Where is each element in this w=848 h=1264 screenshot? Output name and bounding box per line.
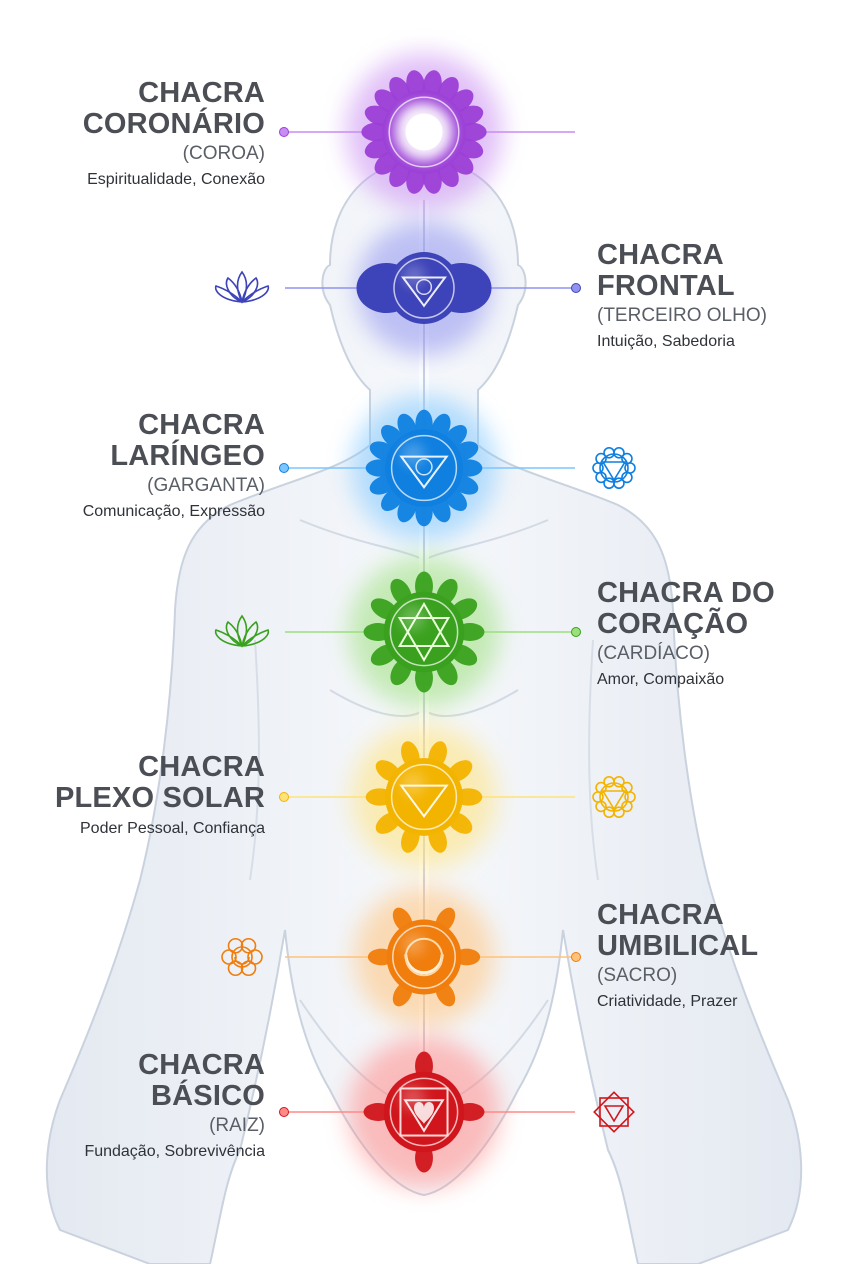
chakra-traits: Comunicação, Expressão (82, 503, 265, 520)
chakra-name-line2: CORAÇÃO (597, 608, 749, 640)
chakra-name-line1: CHACRA DO (597, 577, 775, 609)
chakra-traits: Amor, Compaixão (597, 671, 725, 688)
chakra-traits: Espiritualidade, Conexão (87, 171, 265, 188)
chakra-name-line2: BÁSICO (151, 1080, 265, 1112)
chakra-name-line1: CHACRA (138, 77, 265, 109)
sixteen-petal-triangle-icon (351, 395, 497, 541)
chakra-traits: Intuição, Sabedoria (597, 333, 735, 350)
chakra-name-line2: UMBILICAL (597, 930, 759, 962)
connector-dot-icon (571, 952, 581, 962)
solar-triangle-outline-icon (592, 775, 636, 819)
chakra-alt-name: (GARGANTA) (147, 475, 265, 496)
chakra-name-line2: LARÍNGEO (110, 440, 265, 472)
chakra-name-line1: CHACRA (138, 751, 265, 783)
chakra-name-line2: CORONÁRIO (82, 108, 265, 140)
chakra-name-line2: PLEXO SOLAR (54, 782, 265, 814)
crescent-lotus-outline-icon (221, 937, 263, 977)
chakra-alt-name: (TERCEIRO OLHO) (597, 305, 767, 326)
lotus-outline-icon (214, 614, 270, 648)
chakra-name-line2: FRONTAL (597, 270, 735, 302)
connector-dot-icon (279, 463, 289, 473)
connector-dot-icon (279, 792, 289, 802)
chakra-traits: Poder Pessoal, Confiança (80, 820, 265, 837)
chakra-name-line1: CHACRA (138, 1049, 265, 1081)
lotus-thousand-petal-icon (345, 53, 503, 211)
chakra-name-line1: CHACRA (597, 899, 724, 931)
lotus-outline-icon (214, 270, 270, 304)
chakra-alt-name: (RAIZ) (209, 1115, 265, 1136)
root-square-outline-icon (593, 1091, 635, 1133)
connector-dot-icon (571, 627, 581, 637)
six-petal-crescent-icon (353, 886, 495, 1028)
chakra-traits: Fundação, Sobrevivência (84, 1143, 265, 1160)
chakra-symbols (345, 53, 503, 1188)
two-petal-triangle-icon (356, 220, 492, 356)
side-symbols (214, 270, 636, 1133)
throat-symbol-outline-icon (592, 446, 636, 490)
four-petal-square-icon (348, 1036, 500, 1188)
hexagram-lotus-icon (348, 556, 500, 708)
chakra-traits: Criatividade, Prazer (597, 993, 738, 1010)
chakra-alt-name: (COROA) (182, 143, 265, 164)
connector-dot-icon (279, 127, 289, 137)
chakra-name-line1: CHACRA (597, 239, 724, 271)
connector-dot-icon (571, 283, 581, 293)
chakra-alt-name: (CARDÍACO) (597, 643, 710, 664)
chakra-name-line1: CHACRA (138, 409, 265, 441)
connector-dot-icon (279, 1107, 289, 1117)
chakra-alt-name: (SACRO) (597, 965, 678, 986)
ten-petal-triangle-icon (351, 724, 497, 870)
